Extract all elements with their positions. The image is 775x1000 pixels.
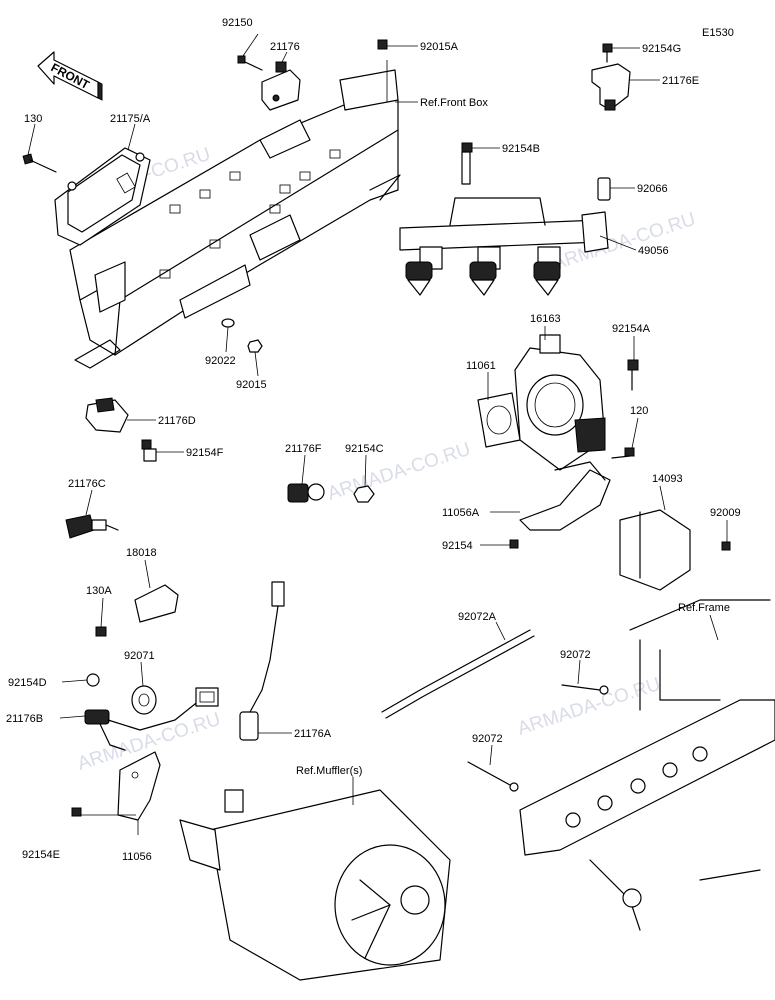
part-11056-bracket [117,751,161,821]
label-16163: 16163 [530,313,561,325]
part-labels: 92150 21176 92015A Ref.Front Box 92154G … [6,17,741,863]
label-92071: 92071 [124,650,155,662]
part-21176C-sensor [65,514,119,539]
label-18018: 18018 [126,547,157,559]
part-92071-grommet [131,685,157,715]
label-21175A: 21175/A [110,113,151,125]
label-21176B: 21176B [6,713,43,725]
part-130-bolt [22,153,57,173]
label-92150: 92150 [222,17,253,29]
label-21176A: 21176A [294,728,332,740]
part-92072-tie-lower [467,761,519,792]
label-92009: 92009 [710,507,741,519]
part-92072A-tie [381,629,535,719]
label-21176D: 21176D [158,415,196,427]
label-92072-lower: 92072 [472,733,503,745]
label-130A: 130A [86,585,112,597]
part-21176D-sensor [85,397,129,433]
front-arrow-icon: FRONT [37,51,103,101]
part-21176A-sensor [239,581,285,741]
label-ref-frame: Ref.Frame [678,602,730,614]
label-92022: 92022 [205,355,236,367]
label-120: 120 [630,405,648,417]
part-18018-heat-cover [134,584,179,623]
part-92066-cap [597,177,611,201]
label-49056: 49056 [638,245,669,257]
label-92154G: 92154G [642,43,681,55]
part-92072-tie-upper [561,684,609,695]
label-92154C: 92154C [345,443,384,455]
label-92154D: 92154D [8,677,47,689]
watermark-5: ARMADA-CO.RU [515,674,663,740]
part-21176B-sensor [84,673,219,751]
label-21176F: 21176F [285,443,322,455]
label-92072A: 92072A [458,611,497,623]
part-21176-sensor [261,61,301,111]
part-11056A-bracket [519,461,611,531]
part-14093-cover [619,509,691,591]
part-92154C-nut [353,485,375,503]
leader-lines [27,33,728,835]
label-92072-upper: 92072 [560,649,591,661]
ref-muffler [179,789,451,981]
label-92154A: 92154A [612,323,651,335]
label-92154F: 92154F [186,447,224,459]
part-92154E-bolt [71,807,82,817]
label-21176: 21176 [270,41,300,53]
part-92154-bolt [509,539,519,549]
part-92154A-bolt [627,359,639,391]
front-box-bracket [69,69,401,369]
label-21176C: 21176C [68,478,106,490]
label-11061: 11061 [466,360,496,372]
label-92154B: 92154B [502,143,540,155]
part-92150-bolt [237,55,263,71]
part-21175A-ecu [54,147,151,246]
part-120-bolt [611,447,635,459]
part-92015A-nut [377,39,388,50]
label-21176E: 21176E [662,75,699,87]
part-92154B-bolt [461,142,473,185]
label-11056: 11056 [122,851,152,863]
label-92154: 92154 [442,540,473,552]
diagram-code: E1530 [702,27,734,39]
part-21176F-sensor [287,483,325,503]
part-130A-bolt [95,626,107,637]
ref-frame [519,599,775,931]
label-130: 130 [24,113,42,125]
label-92015A: 92015A [420,41,459,53]
label-11056A: 11056A [442,507,480,519]
label-14093: 14093 [652,473,683,485]
part-92154G-bolt [602,43,613,63]
part-92015-nut [247,339,263,353]
part-92022-washer [221,318,235,328]
label-92154E: 92154E [22,849,60,861]
part-49056-fuel-rail [399,197,609,296]
label-92015: 92015 [236,379,267,391]
part-92154F-bolt [141,439,157,462]
part-16163-throttle-body [514,334,606,471]
part-11061-gasket [477,392,521,448]
part-21176E-sensor [591,63,631,111]
part-92009-screw [721,541,731,551]
label-ref-muffler: Ref.Muffler(s) [296,765,362,777]
label-92066: 92066 [637,183,668,195]
label-ref-front-box: Ref.Front Box [420,97,488,109]
